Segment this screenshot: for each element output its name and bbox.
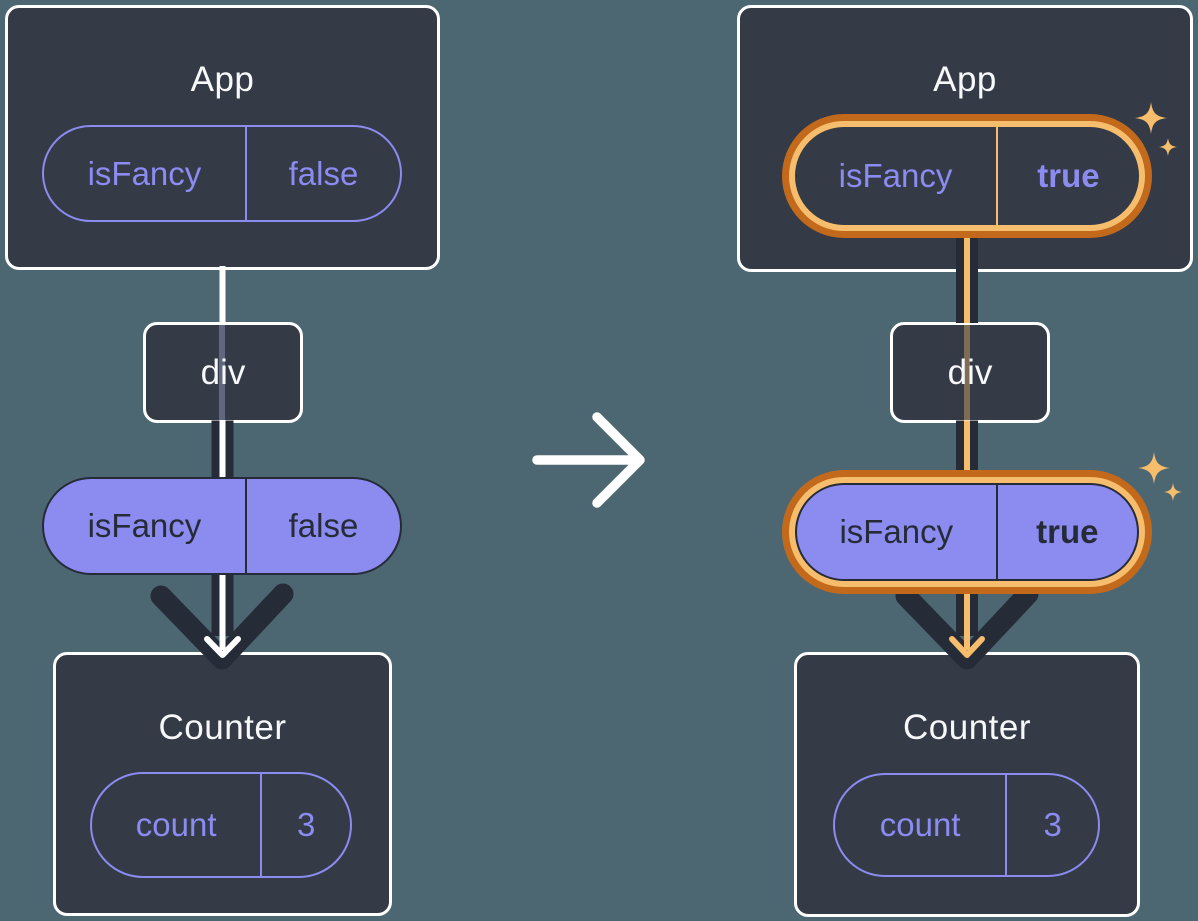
prop-value: false — [288, 507, 359, 544]
counter-state-pill-after: count 3 — [833, 773, 1100, 877]
state-value: 3 — [1043, 806, 1062, 843]
sparkle-icon — [1135, 102, 1167, 134]
app-prop-pill-before: isFancy false — [42, 125, 402, 222]
prop-value: true — [1037, 157, 1100, 194]
div-element-box-before: div — [143, 322, 303, 423]
app-prop-pill-after-highlighted: isFancy true — [782, 114, 1152, 238]
flow-line-through-div — [963, 325, 970, 420]
counter-state-pill-before: count 3 — [90, 772, 352, 878]
prop-name: isFancy — [795, 127, 998, 225]
prop-value: true — [1036, 513, 1099, 550]
app-title: App — [190, 60, 255, 99]
state-value: 3 — [296, 806, 316, 843]
sparkle-icon — [1158, 137, 1178, 157]
arrow-down-icon — [895, 583, 1039, 670]
arrow-down-icon — [150, 583, 294, 670]
div-label: div — [200, 352, 246, 392]
state-name: count — [92, 774, 263, 876]
passed-prop-pill-before: isFancy false — [42, 477, 402, 575]
div-element-box-after: div — [890, 322, 1050, 423]
sparkle-icon — [1138, 452, 1170, 484]
counter-title: Counter — [158, 708, 287, 747]
app-title: App — [933, 60, 997, 99]
sparkle-icon — [1163, 482, 1183, 502]
passed-prop-pill-after-highlighted: isFancy true — [782, 470, 1152, 594]
highlight-ring: isFancy true — [789, 121, 1145, 231]
highlight-ring: isFancy true — [789, 477, 1145, 587]
state-name: count — [835, 775, 1008, 875]
prop-name: isFancy — [44, 127, 247, 220]
arrow-down-icon — [949, 636, 985, 658]
counter-title: Counter — [902, 708, 1032, 747]
arrow-right-icon — [532, 412, 645, 508]
prop-value: false — [288, 154, 359, 192]
prop-name: isFancy — [44, 479, 247, 573]
flow-line-through-div — [219, 325, 225, 420]
arrow-down-icon — [204, 636, 241, 658]
prop-name: isFancy — [797, 485, 998, 579]
div-label: div — [947, 352, 993, 392]
